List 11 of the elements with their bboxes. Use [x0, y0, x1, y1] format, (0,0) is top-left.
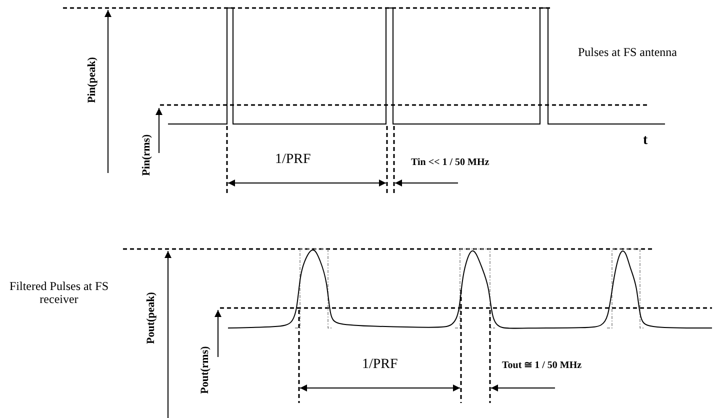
axis-label: Pout(rms) [198, 346, 211, 394]
panel-title: Filtered Pulses at FS receiver [8, 280, 110, 306]
axis-label: Pin(peak) [86, 57, 98, 103]
panel-title: Pulses at FS antenna [578, 46, 677, 60]
axis-label: Pout(peak) [144, 292, 158, 344]
dimension-label: Tin << 1 / 50 MHz [411, 157, 490, 168]
axis-label: Pin(rms) [140, 134, 153, 176]
axis-label: t [643, 133, 648, 148]
dimension-label: Tout ≅ 1 / 50 MHz [502, 360, 582, 371]
dimension-label: 1/PRF [275, 152, 311, 168]
dimension-label: 1/PRF [362, 357, 398, 372]
